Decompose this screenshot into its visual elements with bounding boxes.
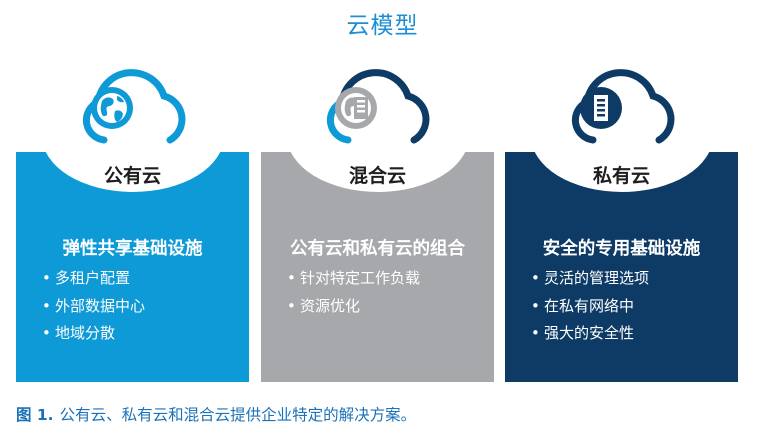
list-item: •资源优化 — [287, 296, 361, 315]
figure-caption: 图 1. 公有云、私有云和混合云提供企业特定的解决方案。 — [16, 403, 416, 425]
card-heading: 安全的专用基础设施 — [542, 239, 701, 259]
globe-icon — [91, 87, 133, 129]
list-item: •强大的安全性 — [531, 324, 635, 342]
card-heading: 公有云和私有云的组合 — [290, 239, 465, 259]
card-heading: 弹性共享基础设施 — [62, 239, 203, 259]
hybrid-cloud-icon — [326, 69, 430, 144]
bullet-list: •针对特定工作负载 •资源优化 — [287, 265, 420, 320]
public-cloud-card: 公有云 弹性共享基础设施 •多租户配置 •外部数据中心 •地域分散 — [16, 152, 249, 382]
list-item: •多租户配置 — [42, 269, 131, 287]
private-cloud-card: 私有云 安全的专用基础设施 •灵活的管理选项 •在私有网络中 •强大的安全性 — [505, 152, 738, 382]
private-cloud-icon — [571, 69, 675, 144]
list-item: •地域分散 — [42, 324, 116, 342]
list-item: •针对特定工作负载 — [287, 269, 421, 287]
card-name: 公有云 — [103, 165, 161, 187]
card-name: 私有云 — [592, 165, 650, 187]
caption-text: 公有云、私有云和混合云提供企业特定的解决方案。 — [59, 406, 417, 424]
hybrid-cloud-card: 混合云 公有云和私有云的组合 •针对特定工作负载 •资源优化 — [261, 152, 494, 382]
public-cloud-icon — [82, 69, 186, 144]
card-name: 混合云 — [348, 165, 406, 187]
bullet-list: •多租户配置 •外部数据中心 •地域分散 — [42, 265, 145, 348]
globe-building-icon — [335, 87, 377, 129]
diagram-title: 云模型 — [346, 13, 419, 39]
building-icon — [580, 87, 622, 129]
bullet-list: •灵活的管理选项 •在私有网络中 •强大的安全性 — [531, 265, 649, 348]
list-item: •灵活的管理选项 — [531, 269, 650, 287]
figure-label: 图 1. — [16, 406, 54, 424]
list-item: •外部数据中心 — [42, 296, 146, 315]
list-item: •在私有网络中 — [531, 296, 635, 315]
